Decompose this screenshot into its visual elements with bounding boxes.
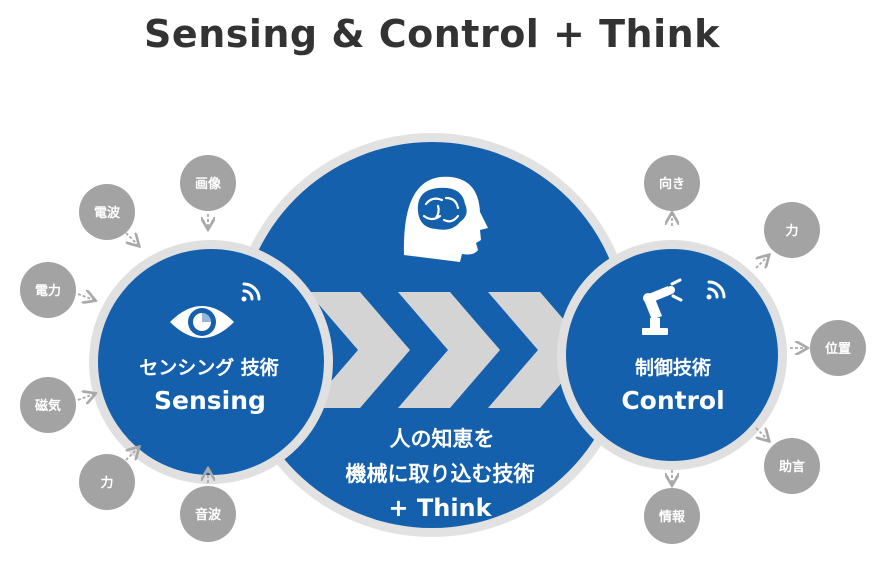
page-title: Sensing & Control + Think — [144, 12, 720, 56]
head-with-brain-icon — [403, 176, 488, 262]
input-label-1: 電波 — [94, 205, 121, 221]
sensing-jp-label: センシング 技術 — [139, 356, 279, 379]
control-circle — [566, 249, 778, 461]
input-bubble-2: 電力 — [20, 262, 94, 318]
output-label-1: 力 — [785, 223, 798, 239]
robot-arm-icon — [642, 278, 683, 335]
input-label-5: 音波 — [195, 507, 222, 523]
chevron-2 — [398, 292, 500, 408]
think-line-1: 人の知恵を — [390, 427, 495, 451]
think-line-2: 機械に取り込む技術 — [346, 462, 535, 486]
output-bubble-1: 力 — [756, 202, 820, 268]
think-line-3: + Think — [388, 494, 492, 522]
signal-icon — [241, 282, 261, 302]
output-bubble-3: 助言 — [756, 428, 820, 494]
input-label-3: 磁気 — [35, 398, 61, 414]
control-en-label: Control — [621, 386, 724, 415]
input-bubble-4: 力 — [79, 448, 138, 510]
control-signal-icon — [706, 280, 726, 300]
output-label-2: 位置 — [825, 341, 851, 357]
input-label-0: 画像 — [195, 176, 222, 192]
output-label-4: 情報 — [659, 509, 686, 525]
input-bubble-0: 画像 — [180, 155, 236, 228]
input-bubble-5: 音波 — [180, 470, 236, 542]
output-bubble-0: 向き — [644, 155, 700, 226]
output-bubble-2: 位置 — [790, 320, 866, 376]
input-bubble-1: 電波 — [79, 184, 138, 245]
sensing-circle — [98, 249, 324, 475]
output-label-3: 助言 — [779, 459, 805, 475]
input-bubble-3: 磁気 — [20, 377, 94, 433]
eye-icon — [170, 306, 234, 338]
chevron-1 — [308, 292, 410, 408]
sensing-en-label: Sensing — [154, 386, 266, 415]
control-jp-label: 制御技術 — [635, 356, 711, 379]
think-circle — [239, 142, 625, 528]
output-bubble-4: 情報 — [644, 470, 700, 544]
input-label-2: 電力 — [35, 283, 61, 299]
input-label-4: 力 — [100, 475, 113, 491]
output-label-0: 向き — [659, 176, 685, 192]
